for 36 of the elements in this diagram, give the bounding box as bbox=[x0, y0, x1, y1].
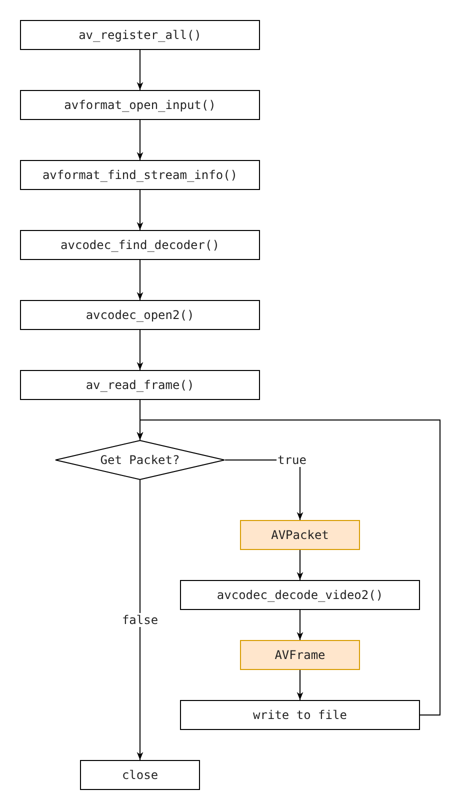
node-label: Get Packet? bbox=[100, 453, 180, 467]
data-box bbox=[240, 520, 360, 550]
process-box bbox=[20, 300, 260, 330]
node-label: avformat_open_input() bbox=[64, 98, 216, 112]
process-box bbox=[20, 160, 260, 190]
process-box bbox=[20, 370, 260, 400]
decision-diamond bbox=[55, 440, 225, 480]
node-label: AVPacket bbox=[271, 528, 329, 542]
node-label: av_read_frame() bbox=[86, 378, 194, 392]
arrow bbox=[136, 260, 144, 300]
node-label: av_register_all() bbox=[78, 28, 202, 42]
arrow bbox=[136, 420, 440, 716]
process-box bbox=[180, 580, 420, 610]
edge-label: false bbox=[120, 613, 160, 627]
arrow bbox=[296, 610, 304, 640]
node-label: write to file bbox=[253, 708, 347, 722]
data-box bbox=[240, 640, 360, 670]
process-box bbox=[180, 700, 420, 730]
process-box bbox=[20, 20, 260, 50]
process-box bbox=[80, 760, 200, 790]
arrow bbox=[296, 670, 304, 700]
arrow bbox=[136, 330, 144, 370]
arrow bbox=[296, 550, 304, 580]
arrow bbox=[136, 120, 144, 160]
arrow bbox=[136, 50, 144, 90]
arrow bbox=[136, 480, 144, 760]
edge-label: true bbox=[276, 453, 308, 467]
node-label: avformat_find_stream_info() bbox=[42, 168, 238, 182]
arrow bbox=[136, 190, 144, 230]
node-label: avcodec_decode_video2() bbox=[216, 588, 384, 602]
process-box bbox=[20, 90, 260, 120]
node-label: AVFrame bbox=[274, 648, 326, 662]
node-label: close bbox=[122, 768, 158, 782]
node-label: avcodec_find_decoder() bbox=[60, 238, 220, 252]
node-label: avcodec_open2() bbox=[86, 308, 194, 322]
process-box bbox=[20, 230, 260, 260]
